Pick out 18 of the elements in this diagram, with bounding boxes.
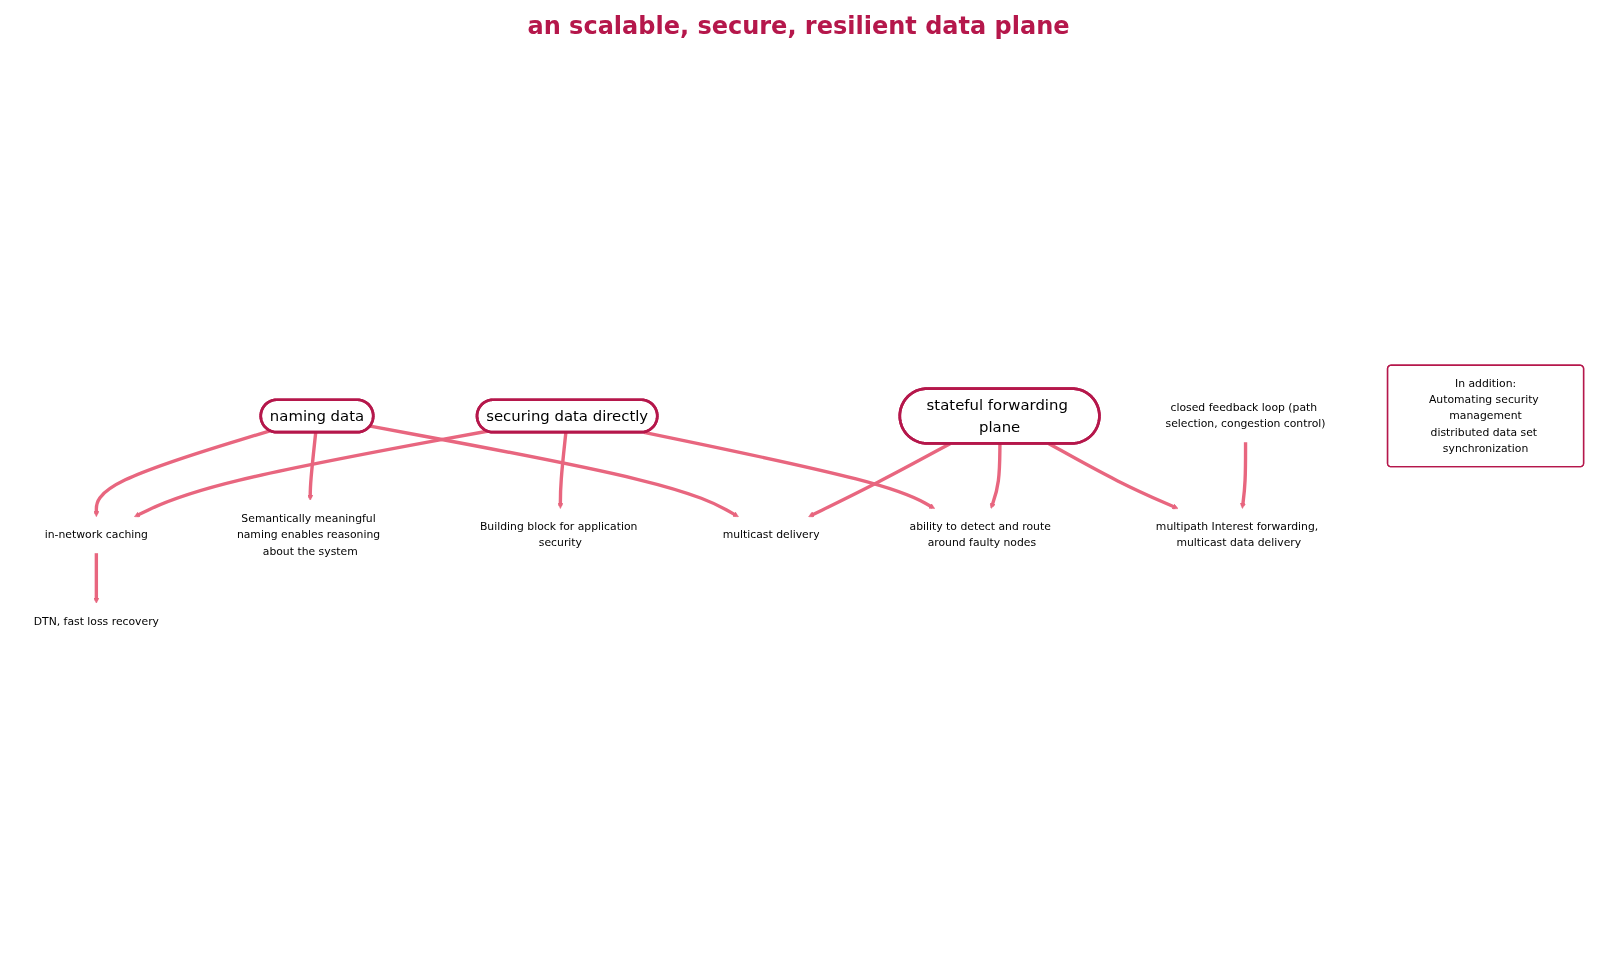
arrow bbox=[93, 553, 100, 604]
node-text: Building block for application security bbox=[479, 520, 638, 550]
node-text: ability to detect and route around faulty nodes bbox=[909, 520, 1051, 550]
node-text: multipath Interest forwarding, multicast data delivery bbox=[1155, 520, 1319, 550]
arrow bbox=[134, 429, 488, 518]
node-text: in-network caching bbox=[44, 528, 148, 542]
arrow bbox=[93, 429, 271, 517]
node-text: DTN, fast loss recovery bbox=[33, 614, 160, 628]
node-text: Semantically meaningful naming enables reasoning about the system bbox=[236, 511, 381, 558]
arrow bbox=[989, 443, 1002, 509]
node-text: multicast delivery bbox=[722, 528, 820, 542]
arrow bbox=[1240, 442, 1248, 509]
arrow bbox=[557, 432, 568, 509]
node-text: closed feedback loop (path selection, congestion control) bbox=[1165, 401, 1326, 431]
arrow bbox=[307, 432, 318, 501]
arrow bbox=[643, 430, 935, 509]
arrow bbox=[369, 424, 739, 517]
center-caption: an scalable, secure, resilient data plane bbox=[527, 12, 1070, 40]
